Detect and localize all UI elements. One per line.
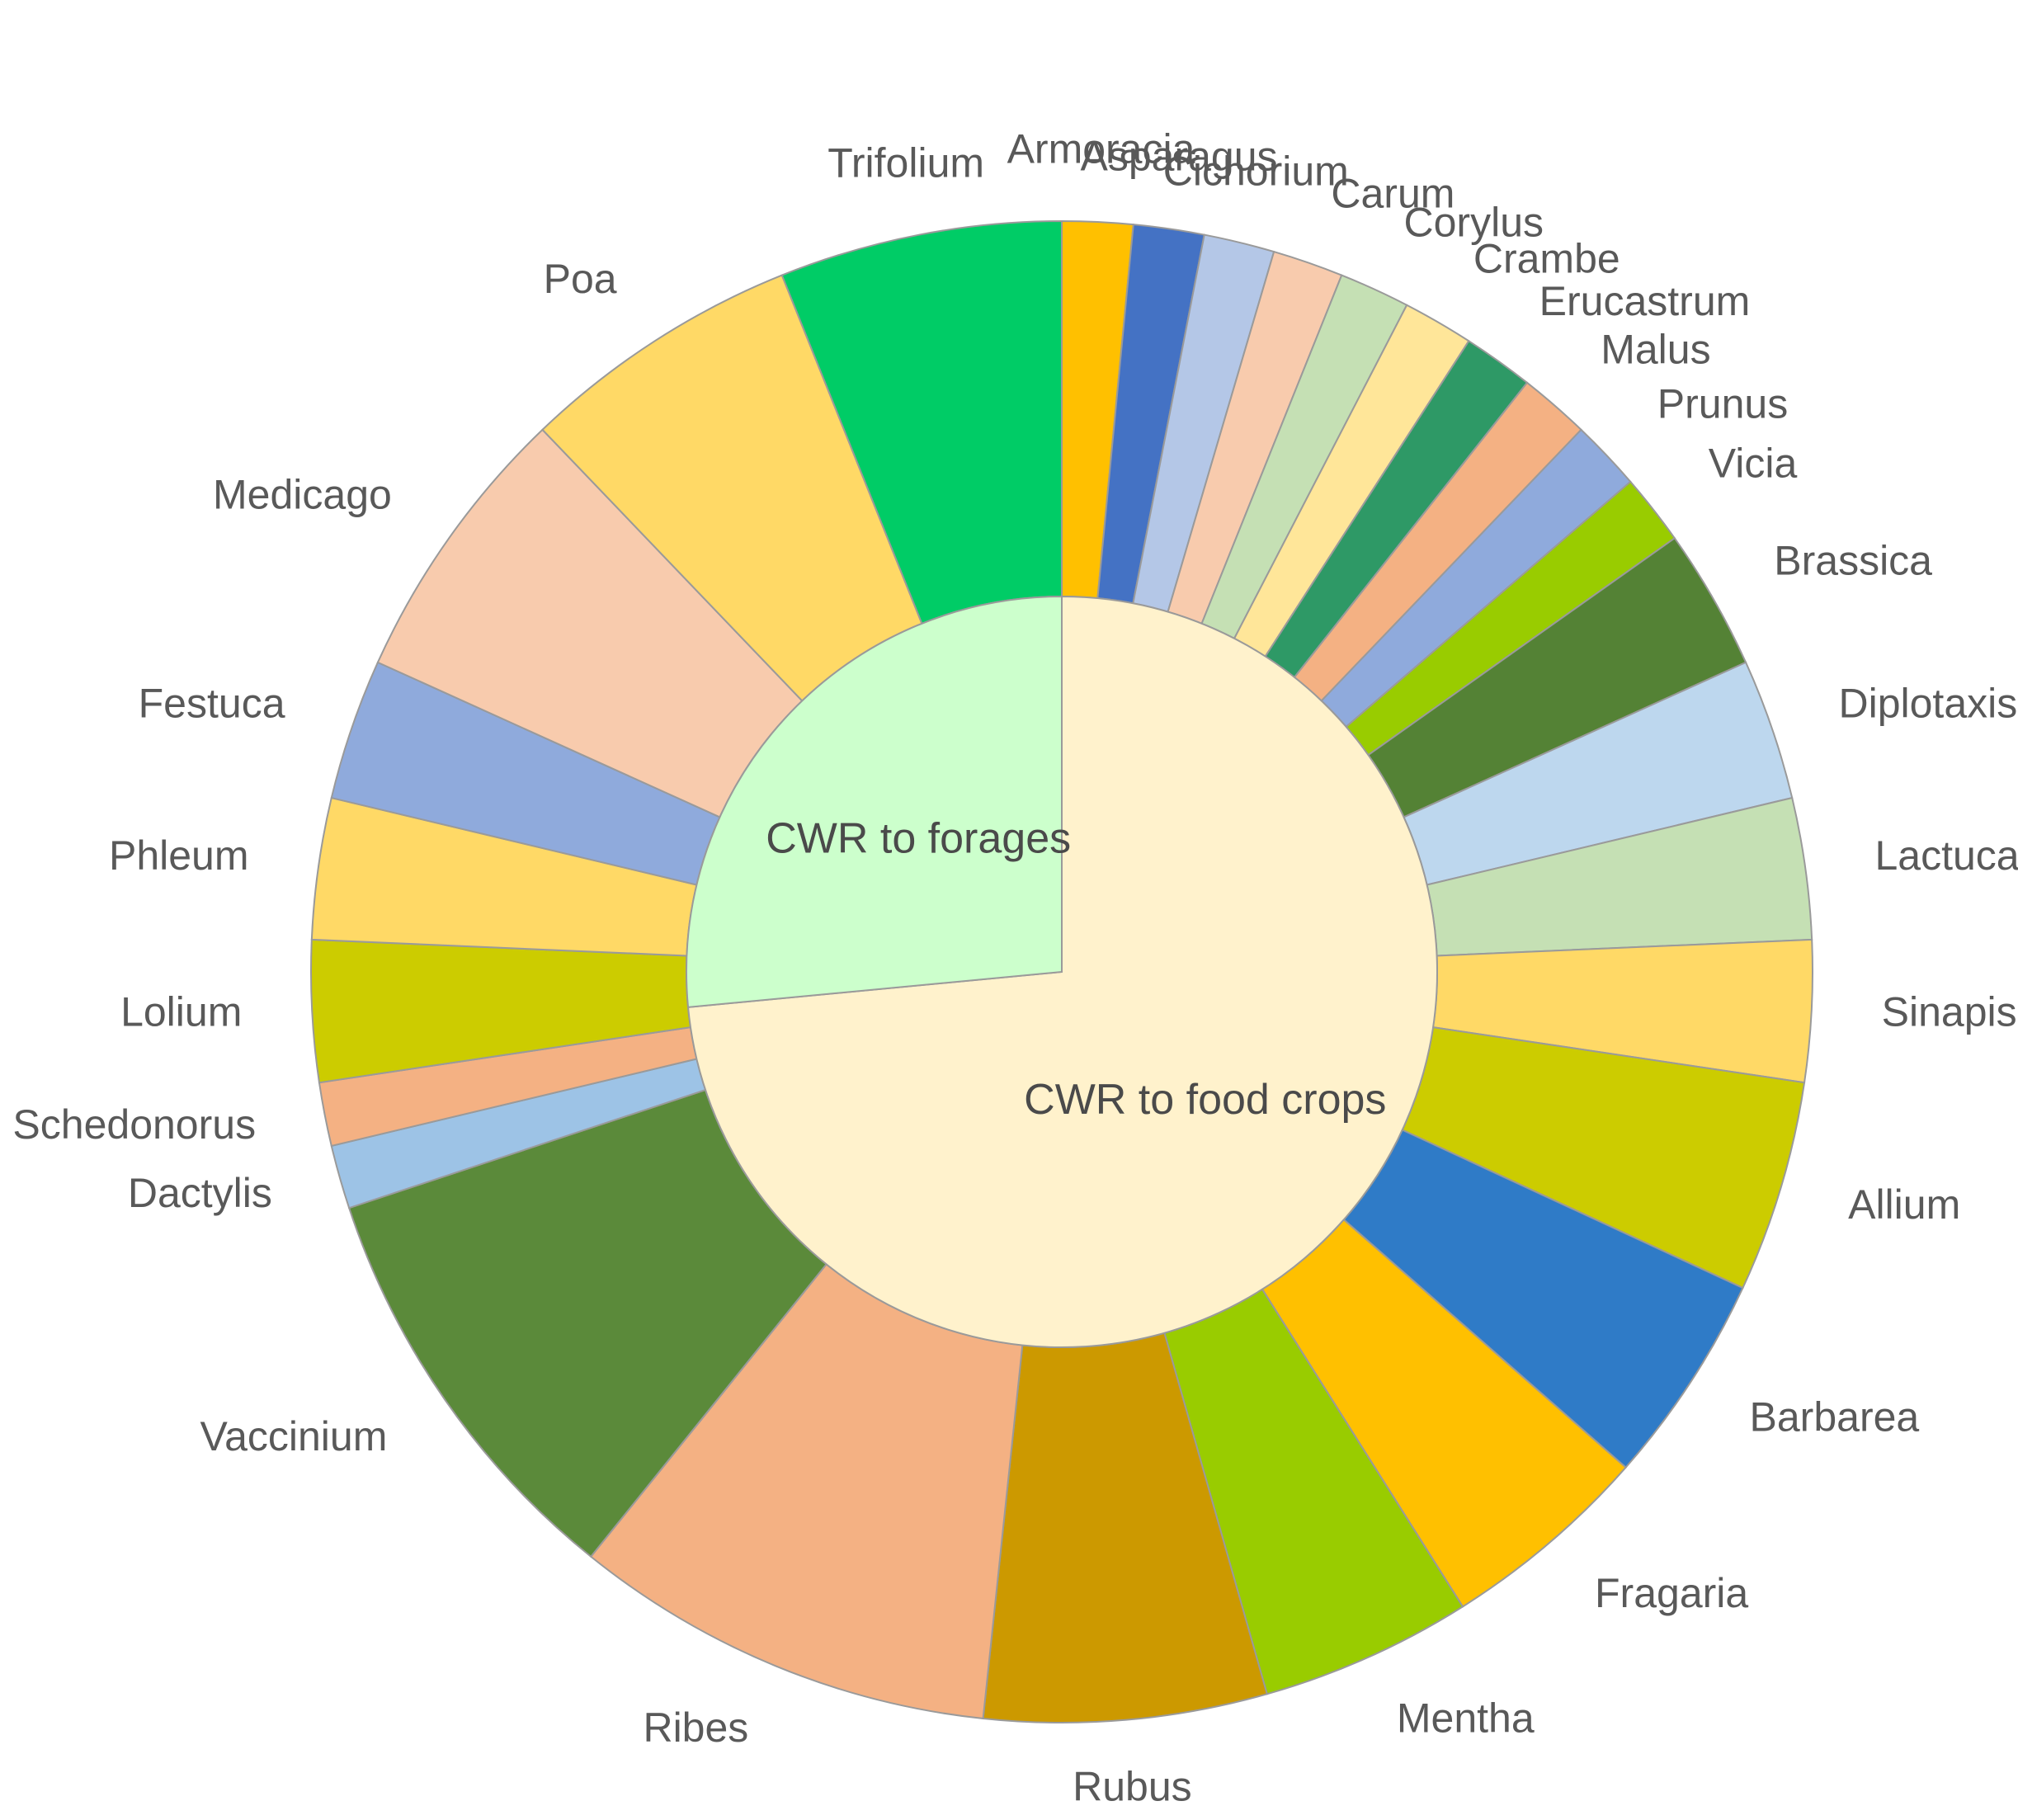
outer-label-phleum: Phleum [109, 832, 249, 879]
inner-slice-cwr-to-forages [686, 595, 1063, 1008]
outer-label-mentha: Mentha [1397, 1695, 1535, 1742]
outer-label-armoracia: Armoracia [1007, 125, 1195, 172]
outer-label-rubus: Rubus [1073, 1764, 1192, 1810]
outer-label-lactuca: Lactuca [1874, 832, 2018, 879]
outer-label-dactylis: Dactylis [128, 1170, 272, 1216]
outer-label-festuca: Festuca [139, 680, 285, 726]
outer-label-fragaria: Fragaria [1595, 1570, 1748, 1616]
outer-label-medicago: Medicago [213, 471, 392, 517]
inner-labels: CWR to food crops CWR to forages [766, 815, 1386, 1124]
outer-label-ribes: Ribes [643, 1704, 748, 1751]
outer-label-schedonorus: Schedonorus [12, 1101, 256, 1148]
outer-label-vicia: Vicia [1709, 440, 1798, 486]
outer-label-trifolium: Trifolium [827, 139, 984, 186]
outer-label-vaccinium: Vaccinium [200, 1413, 387, 1459]
outer-label-cichorium: Cichorium [1163, 148, 1349, 194]
outer-labels: ArmoraciaAsparagusCichoriumCarumCorylusC… [12, 125, 2018, 1809]
outer-label-allium: Allium [1848, 1181, 1960, 1228]
inner-ring [686, 595, 1438, 1348]
outer-label-erucastrum: Erucastrum [1539, 278, 1751, 324]
outer-label-diplotaxis: Diplotaxis [1838, 680, 2017, 726]
outer-label-malus: Malus [1601, 327, 1710, 373]
outer-label-barbarea: Barbarea [1750, 1394, 1920, 1440]
outer-ring [310, 219, 1813, 1723]
inner-label-cwr-to-forages: CWR to forages [766, 815, 1071, 863]
outer-label-corylus: Corylus [1404, 200, 1544, 246]
outer-label-poa: Poa [544, 256, 617, 302]
outer-label-prunus: Prunus [1657, 380, 1788, 427]
outer-label-asparagus: Asparagus [1081, 133, 1278, 179]
outer-label-crambe: Crambe [1473, 235, 1620, 281]
outer-label-brassica: Brassica [1774, 537, 1932, 583]
outer-label-sinapis: Sinapis [1882, 988, 2017, 1035]
outer-label-carum: Carum [1331, 170, 1455, 216]
inner-label-cwr-to-food-crops: CWR to food crops [1024, 1076, 1386, 1124]
outer-label-lolium: Lolium [120, 988, 242, 1035]
